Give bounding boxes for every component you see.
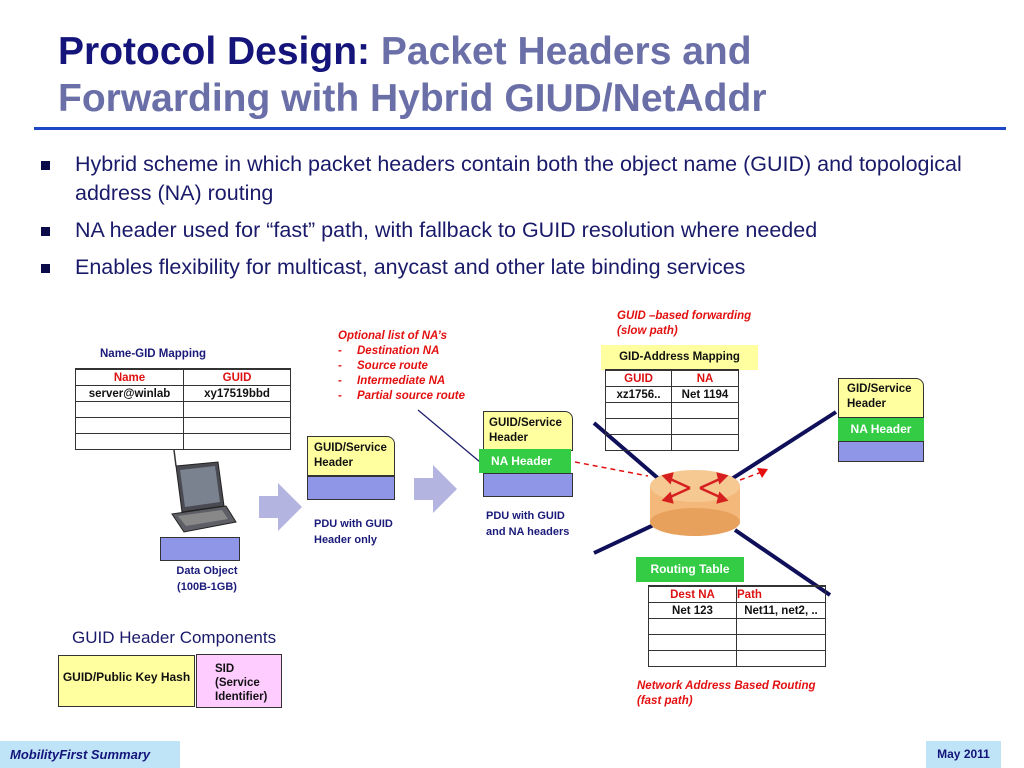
bullet-square-icon (41, 227, 50, 236)
table-cell (183, 417, 291, 434)
table-cell (736, 618, 826, 635)
optional-na-item: -Source route (338, 360, 428, 372)
table-cell (183, 433, 291, 450)
pdu1-guid-service-header: GUID/Service Header (307, 436, 395, 476)
table-cell (75, 433, 184, 450)
router-icon (650, 470, 740, 536)
pdu1-payload (307, 476, 395, 500)
network-link (733, 528, 832, 597)
table-cell (75, 401, 184, 418)
pdu2-guid-service-header: GUID/Service Header (483, 411, 573, 451)
table-row (75, 417, 291, 434)
pdu1-caption: PDU with GUID Header only (314, 518, 393, 546)
name-gid-mapping-title: Name-GID Mapping (100, 348, 207, 360)
network-link (728, 410, 838, 482)
footer-date: May 2011 (926, 741, 1001, 768)
callout-line (417, 409, 481, 463)
forwarding-path-line (574, 461, 649, 477)
title-sub-line2: Forwarding with Hybrid GIUD/NetAddr (58, 77, 767, 120)
table-row (648, 650, 826, 667)
pdu2-payload (483, 473, 573, 497)
bullet-item: Enables flexibility for multicast, anyca… (38, 253, 998, 282)
table-cell (671, 434, 739, 451)
pdu2-caption: PDU with GUID and NA headers (486, 510, 570, 538)
table-cell (671, 418, 739, 435)
right-na-header: NA Header (838, 418, 924, 441)
optional-na-item: -Partial source route (338, 390, 466, 402)
table-row (605, 418, 739, 435)
guid-public-key-hash-box: GUID/Public Key Hash (58, 655, 195, 707)
table-row (648, 634, 826, 651)
sid-box: SID (Service Identifier) (196, 654, 282, 708)
table-row (605, 434, 739, 451)
col-header-guid: GUID (183, 368, 291, 386)
table-row: Net 123 Net11, net2, .. (648, 602, 826, 619)
col-header-dest-na: Dest NA (648, 585, 737, 603)
bullet-list: Hybrid scheme in which packet headers co… (38, 150, 998, 290)
gid-address-table: GUID NA xz1756.. Net 1194 (605, 369, 739, 451)
right-gid-service-header: GID/Service Header (838, 378, 924, 418)
table-cell: xy17519bbd (183, 385, 291, 402)
table-cell (605, 418, 672, 435)
title-main: Protocol Design: (58, 30, 371, 73)
table-cell (183, 401, 291, 418)
na-routing-label: Network Address Based Routing (fast path… (637, 680, 816, 707)
right-arrow-icon (259, 483, 302, 531)
right-arrow-icon (414, 465, 457, 513)
gid-address-mapping-title: GID-Address Mapping (601, 345, 758, 370)
bullet-item: Hybrid scheme in which packet headers co… (38, 150, 998, 208)
table-cell: Net 123 (648, 602, 737, 619)
table-cell (736, 650, 826, 667)
table-cell: server@winlab (75, 385, 184, 402)
table-row (648, 618, 826, 635)
bullet-square-icon (41, 264, 50, 273)
optional-na-list: Optional list of NA’s -Destination NA -S… (338, 329, 465, 404)
table-cell (605, 434, 672, 451)
table-cell: Net11, net2, .. (736, 602, 826, 619)
table-row (605, 402, 739, 419)
title-divider (34, 127, 1006, 130)
pdu2-na-header: NA Header (479, 449, 571, 473)
table-row (75, 401, 291, 418)
col-header-na: NA (671, 369, 739, 387)
col-header-path: Path (736, 585, 826, 603)
table-cell (736, 634, 826, 651)
footer-title: MobilityFirst Summary (0, 741, 180, 768)
arrowhead-icon (757, 468, 768, 478)
bullet-item: NA header used for “fast” path, with fal… (38, 216, 998, 245)
name-gid-table: Name GUID server@winlab xy17519bbd (75, 368, 291, 450)
laptop-icon (171, 449, 237, 533)
data-object-box (160, 537, 240, 561)
data-object-label: Data Object (100B-1GB) (176, 565, 238, 593)
table-cell (648, 650, 737, 667)
table-cell (75, 417, 184, 434)
table-cell (648, 634, 737, 651)
col-header-name: Name (75, 368, 184, 386)
optional-na-item: -Intermediate NA (338, 375, 446, 387)
forwarding-path-line (739, 471, 763, 481)
col-header-guid: GUID (605, 369, 672, 387)
right-payload (838, 441, 924, 462)
table-cell (605, 402, 672, 419)
table-row (75, 433, 291, 450)
table-cell (671, 402, 739, 419)
routing-table: Dest NA Path Net 123 Net11, net2, .. (648, 585, 826, 667)
optional-na-item: -Destination NA (338, 345, 440, 357)
bullet-square-icon (41, 161, 50, 170)
table-row: xz1756.. Net 1194 (605, 386, 739, 403)
guid-forwarding-label: GUID –based forwarding (slow path) (617, 310, 752, 337)
routing-table-title: Routing Table (636, 557, 744, 582)
table-cell: xz1756.. (605, 386, 672, 403)
table-cell (648, 618, 737, 635)
guid-header-components-title: GUID Header Components (72, 628, 277, 647)
table-cell: Net 1194 (671, 386, 739, 403)
title-sub-line1: Packet Headers and (380, 30, 752, 73)
optional-na-list-title: Optional list of NA’s (338, 330, 448, 342)
network-link (593, 520, 661, 555)
slide-title: Protocol Design: Packet Headers and Forw… (58, 28, 998, 122)
table-row: server@winlab xy17519bbd (75, 385, 291, 402)
